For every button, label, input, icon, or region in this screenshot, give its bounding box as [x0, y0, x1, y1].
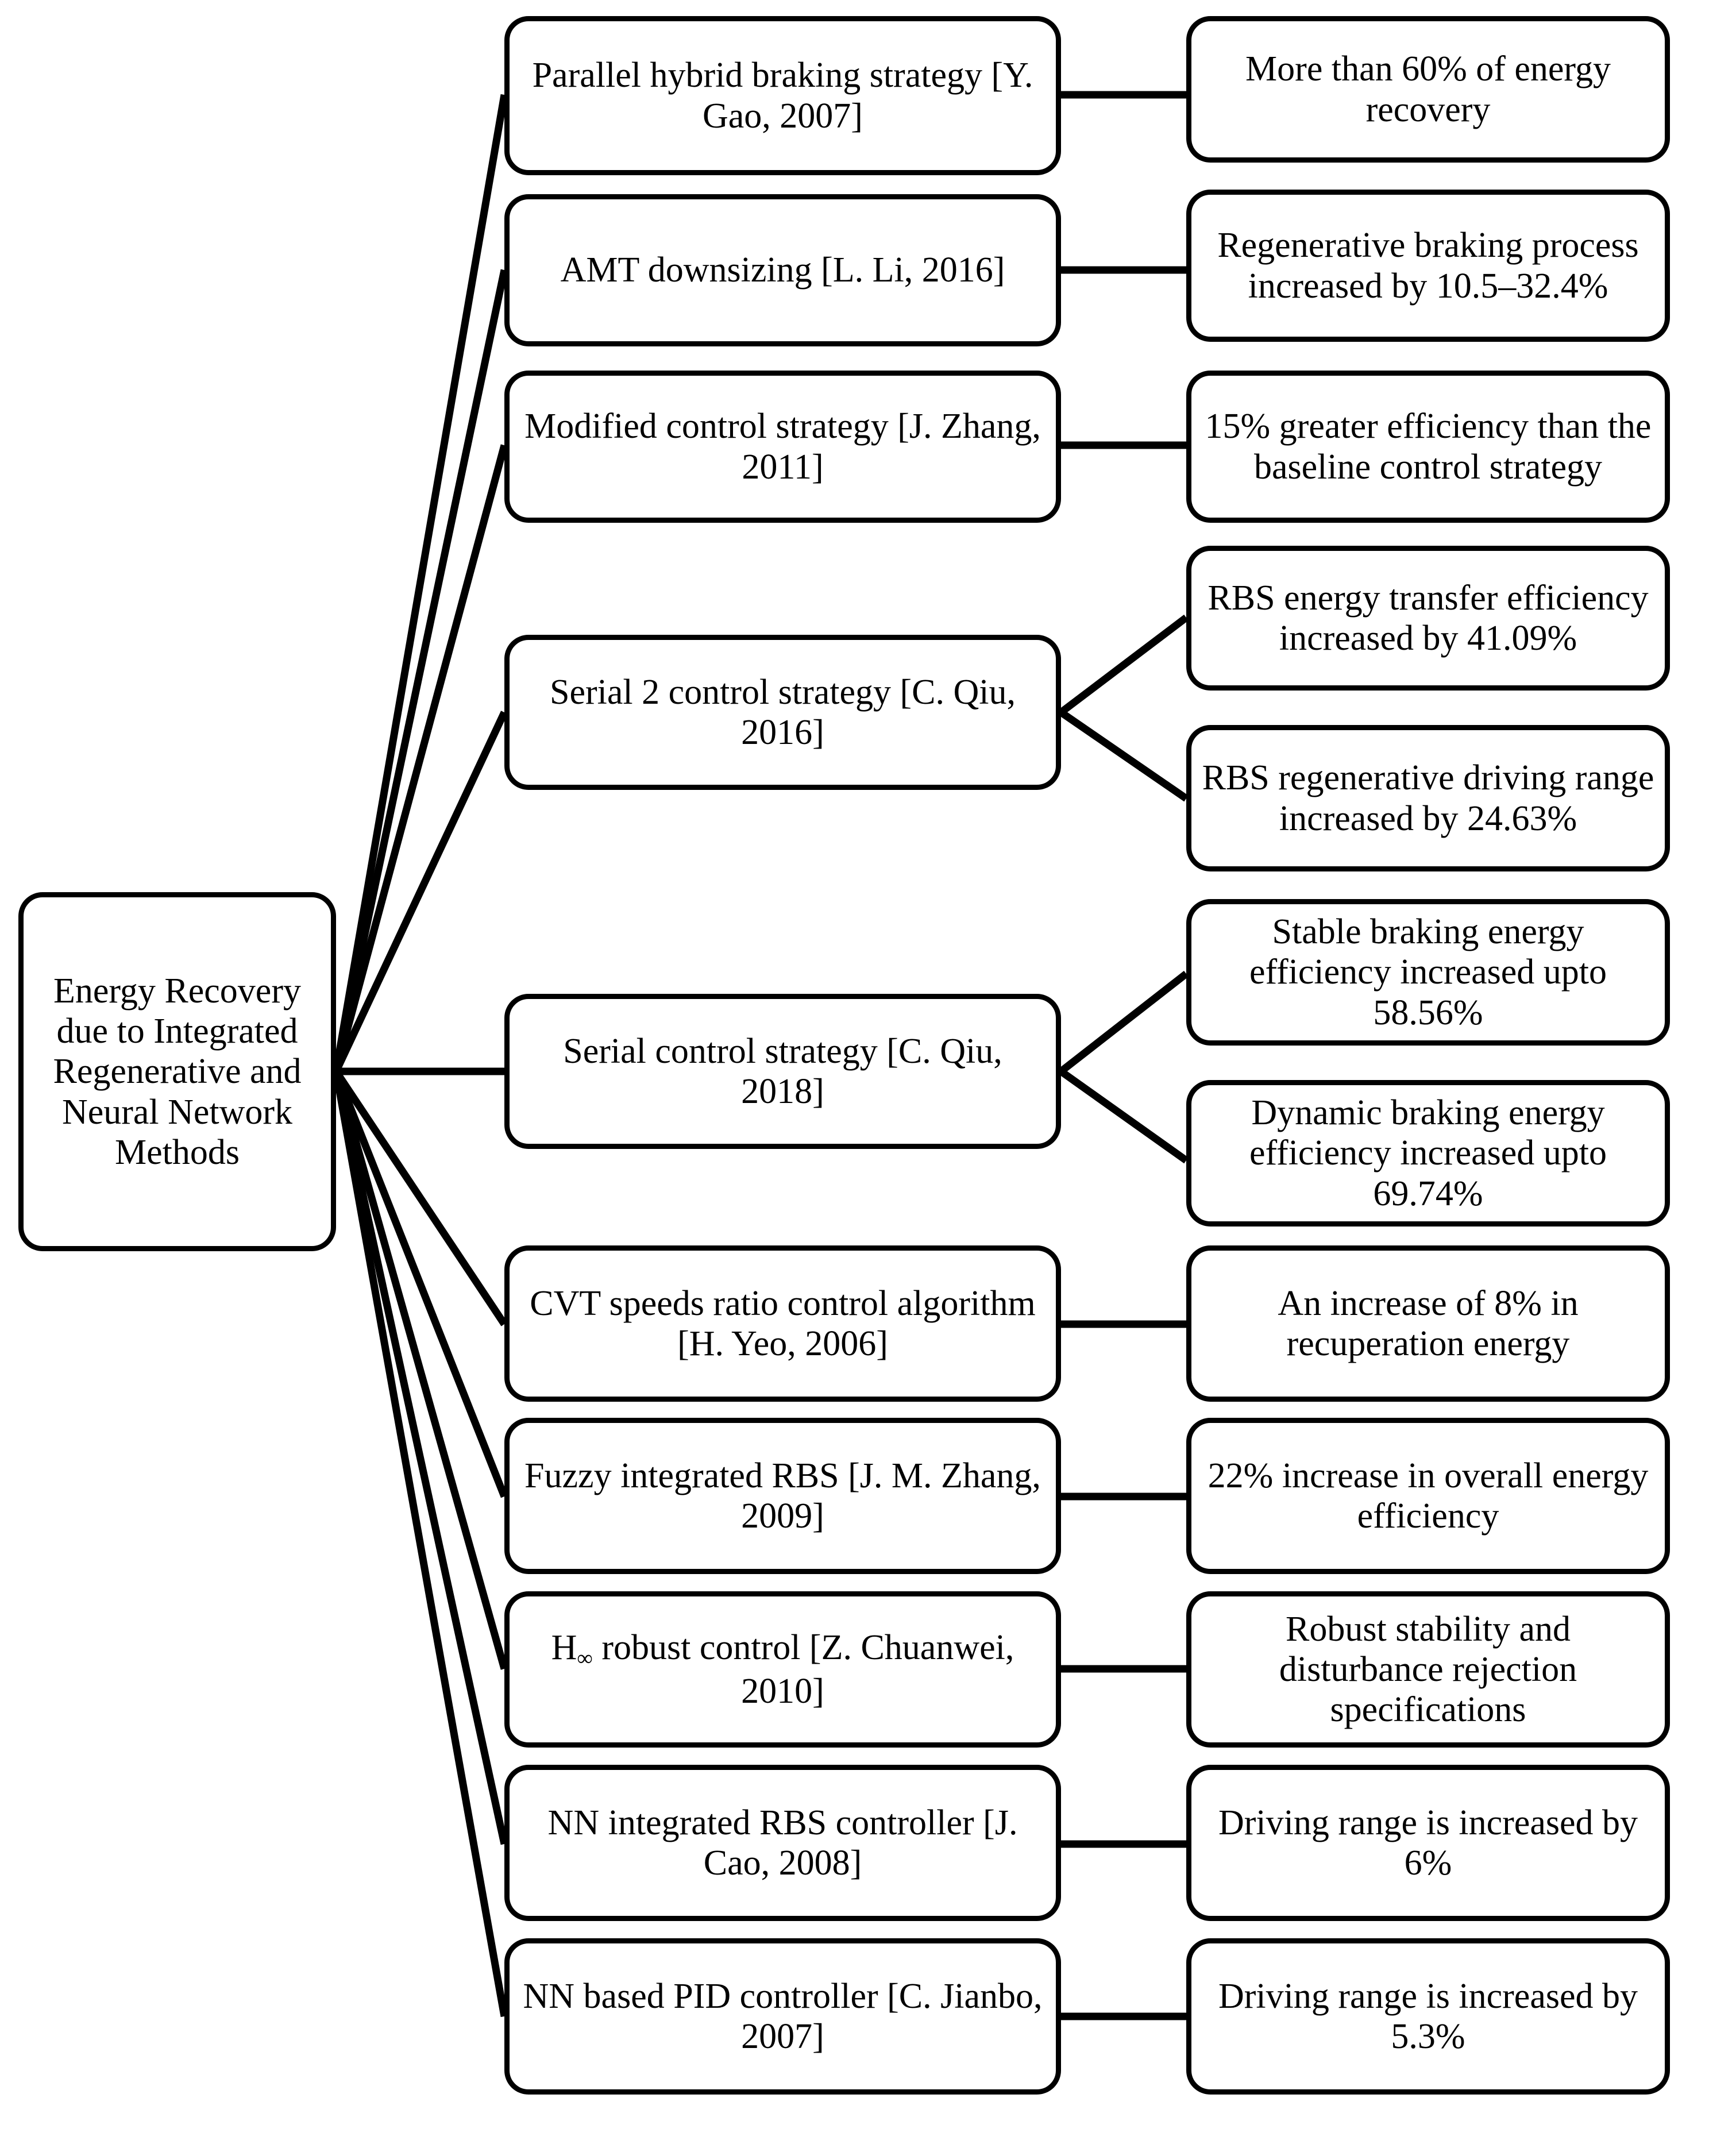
node-result-b4-2[interactable]: RBS regenerative driving range increased…	[1186, 725, 1670, 871]
node-result-b3-1[interactable]: 15% greater efficiency than the baseline…	[1186, 371, 1670, 523]
node-result-b8-1[interactable]: Robust stability and disturbance rejecti…	[1186, 1591, 1670, 1748]
node-result-b3-1-label: 15% greater efficiency than the baseline…	[1205, 407, 1652, 487]
node-result-b4-1-label: RBS energy transfer efficiency increased…	[1208, 578, 1649, 658]
node-method-b6-label: CVT speeds ratio control algorithm [H. Y…	[530, 1283, 1036, 1363]
node-root-label: Energy Recovery due to Integrated Regene…	[53, 971, 302, 1172]
edge-b5-r1	[1059, 970, 1189, 1075]
node-result-b1-1-label: More than 60% of energy recovery	[1245, 49, 1611, 129]
node-method-b2-label: AMT downsizing [L. Li, 2016]	[560, 250, 1005, 290]
edge-root-b8	[332, 1070, 508, 1670]
node-result-b4-2-label: RBS regenerative driving range increased…	[1202, 758, 1654, 838]
node-method-b4-label: Serial 2 control strategy [C. Qiu, 2016]	[550, 672, 1016, 752]
edge-b4-r2	[1059, 709, 1189, 802]
node-result-b2-1-label: Regenerative braking process increased b…	[1217, 226, 1639, 306]
edge-root-b6	[333, 1069, 508, 1326]
node-result-b2-1[interactable]: Regenerative braking process increased b…	[1186, 190, 1670, 342]
node-method-b4[interactable]: Serial 2 control strategy [C. Qiu, 2016]	[504, 635, 1061, 790]
node-method-b7[interactable]: Fuzzy integrated RBS [J. M. Zhang, 2009]	[504, 1418, 1061, 1574]
node-method-b9[interactable]: NN integrated RBS controller [J. Cao, 20…	[504, 1765, 1061, 1921]
node-root[interactable]: Energy Recovery due to Integrated Regene…	[18, 892, 336, 1251]
node-result-b8-1-label: Robust stability and disturbance rejecti…	[1279, 1609, 1577, 1730]
node-result-b5-1[interactable]: Stable braking energy efficiency increas…	[1186, 899, 1670, 1046]
node-result-b4-1[interactable]: RBS energy transfer efficiency increased…	[1186, 546, 1670, 691]
node-result-b7-1-label: 22% increase in overall energy efficienc…	[1208, 1456, 1649, 1536]
node-result-b10-1[interactable]: Driving range is increased by 5.3%	[1186, 1938, 1670, 2095]
node-result-b6-1[interactable]: An increase of 8% in recuperation energy	[1186, 1245, 1670, 1402]
node-method-b3[interactable]: Modified control strategy [J. Zhang, 201…	[504, 371, 1061, 523]
node-method-b7-label: Fuzzy integrated RBS [J. M. Zhang, 2009]	[524, 1456, 1041, 1536]
node-method-b5-label: Serial control strategy [C. Qiu, 2018]	[563, 1031, 1002, 1111]
node-result-b6-1-label: An increase of 8% in recuperation energy	[1278, 1283, 1579, 1363]
edge-root-b10	[332, 1070, 508, 2018]
node-result-b5-2-label: Dynamic braking energy efficiency increa…	[1249, 1093, 1607, 1213]
node-result-b10-1-label: Driving range is increased by 5.3%	[1218, 1976, 1638, 2056]
node-method-b6[interactable]: CVT speeds ratio control algorithm [H. Y…	[504, 1245, 1061, 1402]
node-method-b1-label: Parallel hybrid braking strategy [Y. Gao…	[532, 56, 1033, 136]
edge-b4-r1	[1059, 614, 1189, 716]
node-result-b7-1[interactable]: 22% increase in overall energy efficienc…	[1186, 1418, 1670, 1574]
node-method-b8[interactable]: H∞ robust control [Z. Chuanwei, 2010]	[504, 1591, 1061, 1748]
node-result-b9-1-label: Driving range is increased by 6%	[1218, 1803, 1638, 1883]
node-method-b5[interactable]: Serial control strategy [C. Qiu, 2018]	[504, 994, 1061, 1149]
node-method-b10-label: NN based PID controller [C. Jianbo, 2007…	[523, 1976, 1043, 2056]
node-result-b9-1[interactable]: Driving range is increased by 6%	[1186, 1765, 1670, 1921]
edge-root-b9	[332, 1070, 508, 1845]
edge-b5-r2	[1059, 1068, 1189, 1164]
edge-root-b3	[332, 444, 508, 1073]
node-method-b8-label: H∞ robust control [Z. Chuanwei, 2010]	[551, 1627, 1014, 1711]
node-method-b2[interactable]: AMT downsizing [L. Li, 2016]	[504, 194, 1061, 346]
edge-root-b4	[333, 711, 508, 1073]
node-method-b9-label: NN integrated RBS controller [J. Cao, 20…	[547, 1803, 1018, 1883]
node-result-b1-1[interactable]: More than 60% of energy recovery	[1186, 16, 1670, 163]
node-method-b10[interactable]: NN based PID controller [C. Jianbo, 2007…	[504, 1938, 1061, 2095]
edge-root-b7	[332, 1070, 508, 1498]
node-method-b1[interactable]: Parallel hybrid braking strategy [Y. Gao…	[504, 16, 1061, 175]
edge-root-b2	[332, 269, 508, 1073]
node-method-b3-label: Modified control strategy [J. Zhang, 201…	[524, 407, 1041, 487]
edge-root-b1	[332, 94, 508, 1073]
node-result-b5-1-label: Stable braking energy efficiency increas…	[1249, 912, 1607, 1032]
node-result-b5-2[interactable]: Dynamic braking energy efficiency increa…	[1186, 1080, 1670, 1227]
